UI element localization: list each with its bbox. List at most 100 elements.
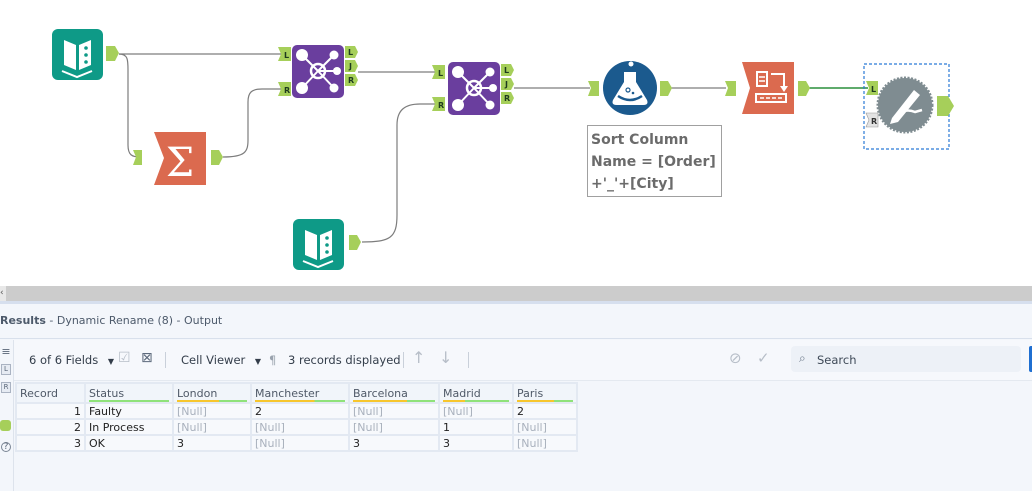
splitter-grip[interactable]: ‹ xyxy=(0,286,6,301)
cell-madrid[interactable]: 1 xyxy=(438,418,514,436)
results-side-bar: ≡ L R ? xyxy=(0,340,14,491)
cell-viewer-dropdown[interactable]: Cell Viewer ▼ xyxy=(181,353,261,367)
toolbar-separator xyxy=(403,352,404,368)
connections-layer: Σ L R L J R L R xyxy=(52,29,954,270)
uncheck-all-icon[interactable]: ⊠ xyxy=(141,350,153,366)
svg-text:J: J xyxy=(348,62,352,71)
cell-record[interactable]: 3 xyxy=(15,434,86,452)
cell-london[interactable]: [Null] xyxy=(172,402,252,420)
column-header-record[interactable]: Record xyxy=(15,382,86,404)
cell-viewer-label: Cell Viewer xyxy=(181,353,246,367)
svg-text:L: L xyxy=(348,48,353,57)
input-anchor[interactable] xyxy=(725,81,736,96)
summarize-tool[interactable]: Σ xyxy=(133,132,223,186)
panel-splitter[interactable]: ‹ xyxy=(0,286,1032,301)
search-icon: ⌕ xyxy=(799,351,806,365)
output-anchor[interactable] xyxy=(211,150,223,165)
arrow-down-icon[interactable]: ↓ xyxy=(439,348,453,367)
help-icon[interactable]: ? xyxy=(1,442,11,452)
cell-status[interactable]: In Process xyxy=(84,418,174,436)
right-input-button[interactable]: R xyxy=(1,382,11,393)
output-anchor[interactable] xyxy=(660,81,672,96)
formula-tool[interactable] xyxy=(588,58,672,116)
output-anchor[interactable] xyxy=(798,81,810,96)
cell-madrid[interactable]: 3 xyxy=(438,434,514,452)
output-anchor[interactable] xyxy=(937,96,954,116)
cross-tab-tool[interactable] xyxy=(725,62,810,114)
svg-text:R: R xyxy=(871,117,877,126)
column-header-madrid[interactable]: Madrid xyxy=(438,382,514,404)
column-label: Barcelona xyxy=(353,386,408,400)
join-tool-2[interactable]: L R L J R xyxy=(432,62,514,115)
svg-text:R: R xyxy=(438,101,444,110)
quality-bar xyxy=(517,400,573,402)
column-label: Status xyxy=(89,386,125,400)
cell-madrid[interactable]: [Null] xyxy=(438,402,514,420)
column-header-barcelona[interactable]: Barcelona xyxy=(348,382,440,404)
cell-record[interactable]: 1 xyxy=(15,402,86,420)
cell-manchester[interactable]: 2 xyxy=(250,402,350,420)
cell-london[interactable]: [Null] xyxy=(172,418,252,436)
quality-bar xyxy=(177,400,247,402)
output-anchor[interactable] xyxy=(349,235,361,250)
chevron-down-icon: ▼ xyxy=(107,357,115,366)
cell-manchester[interactable]: [Null] xyxy=(250,418,350,436)
cell-paris[interactable]: [Null] xyxy=(512,434,578,452)
table-row[interactable]: 2 In Process [Null] [Null] [Null] 1 [Nul… xyxy=(15,418,578,436)
cell-record[interactable]: 2 xyxy=(15,418,86,436)
input-anchor[interactable] xyxy=(133,150,142,165)
column-header-manchester[interactable]: Manchester xyxy=(250,382,350,404)
column-header-status[interactable]: Status xyxy=(84,382,174,404)
column-label: London xyxy=(177,386,218,400)
cell-manchester[interactable]: [Null] xyxy=(250,434,350,452)
apply-check-icon[interactable]: ✓ xyxy=(757,349,770,367)
input-data-tool-1[interactable] xyxy=(52,29,119,80)
table-row[interactable]: 1 Faulty [Null] 2 [Null] [Null] 2 xyxy=(15,402,578,420)
output-anchor-button[interactable] xyxy=(0,420,11,431)
left-input-button[interactable]: L xyxy=(1,364,11,375)
cell-status[interactable]: OK xyxy=(84,434,174,452)
results-title-detail: - Dynamic Rename (8) - Output xyxy=(45,314,223,327)
blue-action-button-edge[interactable] xyxy=(1029,346,1032,372)
input-anchor[interactable] xyxy=(588,81,599,96)
column-header-london[interactable]: London xyxy=(172,382,252,404)
svg-text:L: L xyxy=(871,85,876,94)
cancel-icon[interactable]: ⊘ xyxy=(729,349,742,367)
cell-paris[interactable]: 2 xyxy=(512,402,578,420)
cell-barcelona[interactable]: [Null] xyxy=(348,402,440,420)
svg-text:L: L xyxy=(438,69,443,78)
table-row[interactable]: 3 OK 3 [Null] 3 3 [Null] xyxy=(15,434,578,452)
splitter-border xyxy=(0,301,1032,304)
check-all-icon[interactable]: ☑ xyxy=(118,350,131,366)
cell-barcelona[interactable]: [Null] xyxy=(348,418,440,436)
cell-status[interactable]: Faulty xyxy=(84,402,174,420)
search-box[interactable]: ⌕ xyxy=(791,346,1021,372)
dynamic-rename-tool[interactable]: L R xyxy=(863,63,954,150)
pilcrow-icon[interactable]: ¶ xyxy=(269,353,277,367)
fields-label: 6 of 6 Fields xyxy=(29,353,99,367)
fields-dropdown[interactable]: 6 of 6 Fields ▼ xyxy=(29,353,114,367)
connection-input1-summarize[interactable] xyxy=(118,53,141,158)
results-toolbar: 6 of 6 Fields ▼ ☑ ⊠ Cell Viewer ▼ ¶ 3 re… xyxy=(14,340,1032,381)
input-data-tool-2[interactable] xyxy=(293,219,361,270)
chevron-down-icon: ▼ xyxy=(254,357,262,366)
results-divider xyxy=(0,338,1032,339)
formula-annotation: Sort Column Name = [Order] +'_'+[City] xyxy=(587,125,722,197)
cell-paris[interactable]: [Null] xyxy=(512,418,578,436)
quality-bar xyxy=(89,400,169,402)
column-label: Paris xyxy=(517,386,544,400)
workflow-canvas[interactable]: Σ L R L J R L R xyxy=(0,0,1032,286)
connection-input2-join2-right[interactable] xyxy=(361,103,435,243)
connection-summarize-join1-right[interactable] xyxy=(222,88,282,158)
toolbar-separator xyxy=(468,352,469,368)
join-tool-1[interactable]: L R L J R xyxy=(278,45,358,98)
results-panel: Results - Dynamic Rename (8) - Output ≡ … xyxy=(0,304,1032,491)
search-input[interactable] xyxy=(815,350,1019,370)
cell-barcelona[interactable]: 3 xyxy=(348,434,440,452)
output-anchor[interactable] xyxy=(106,46,119,61)
menu-icon[interactable]: ≡ xyxy=(1,345,11,358)
arrow-up-icon[interactable]: ↑ xyxy=(412,348,426,367)
cell-london[interactable]: 3 xyxy=(172,434,252,452)
column-header-paris[interactable]: Paris xyxy=(512,382,578,404)
records-count: 3 records displayed xyxy=(288,353,401,367)
